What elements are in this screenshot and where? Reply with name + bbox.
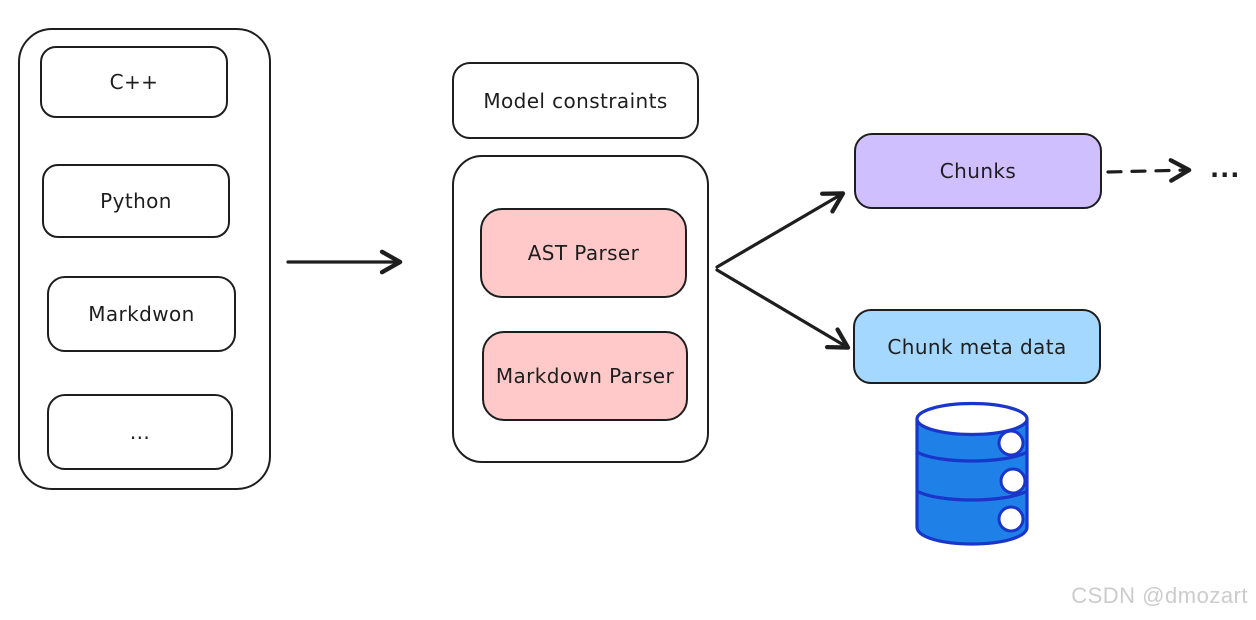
node-markdown-parser: Markdown Parser [482, 331, 688, 421]
database-cylinder-icon [915, 401, 1029, 546]
node-model-constraints: Model constraints [452, 62, 699, 139]
node-markdwon-label: Markdwon [88, 302, 195, 326]
node-chunk-meta: Chunk meta data [853, 309, 1101, 384]
watermark: CSDN @dmozart [1071, 583, 1248, 608]
arrow-parser-to-chunk-meta [715, 268, 851, 350]
node-ast-parser-label: AST Parser [527, 241, 640, 265]
node-chunks: Chunks [854, 133, 1102, 209]
node-input-ellipsis: ... [47, 394, 233, 470]
arrow-parser-to-chunks [715, 191, 846, 269]
node-ast-parser: AST Parser [480, 208, 687, 298]
arrow-chunks-to-more [1106, 158, 1192, 183]
node-cpp: C++ [40, 46, 228, 118]
node-markdown-parser-label: Markdown Parser [495, 364, 675, 388]
node-python: Python [42, 164, 230, 238]
node-markdwon: Markdwon [47, 276, 236, 352]
node-cpp-label: C++ [109, 70, 159, 94]
node-chunk-meta-label: Chunk meta data [887, 334, 1067, 359]
node-python-label: Python [100, 189, 172, 213]
node-chunks-label: Chunks [939, 159, 1017, 183]
node-input-ellipsis-label: ... [129, 420, 151, 444]
node-model-constraints-label: Model constraints [483, 88, 668, 113]
chunks-more-label: ... [1210, 155, 1241, 183]
